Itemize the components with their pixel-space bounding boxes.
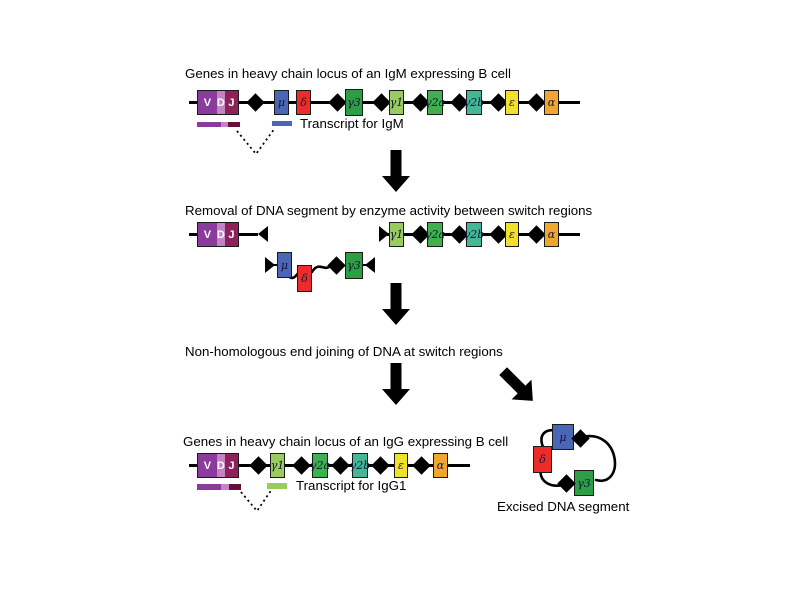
gene-box-gamma3: γ3	[574, 470, 594, 496]
gene-box-gamma1: γ1	[389, 222, 404, 247]
gene-box-d: D	[216, 223, 225, 246]
flow-arrow-down-3	[382, 363, 410, 405]
excised-segment-caption: Excised DNA segment	[497, 499, 630, 514]
igm-vdj-transcript-bar	[197, 122, 240, 127]
gene-label: γ2b	[463, 96, 485, 109]
gene-label: D	[216, 96, 225, 109]
vdj-bar-d-part	[221, 122, 228, 127]
excised-loop-right-arc	[580, 434, 617, 482]
gene-box-epsilon: ε	[505, 222, 519, 247]
gene-label: δ	[300, 96, 307, 109]
gene-box-mu: μ	[552, 424, 574, 450]
gene-box-alpha: α	[433, 453, 448, 478]
vdj-bar-j-part	[228, 122, 240, 127]
gene-label: γ3	[347, 258, 361, 272]
gene-box-gamma1: γ1	[270, 453, 285, 478]
gene-box-alpha: α	[544, 222, 559, 247]
gene-box-alpha: α	[544, 90, 559, 115]
gene-box-delta: δ	[296, 90, 311, 115]
flow-arrow-diagonal	[499, 367, 533, 401]
dna-line-igg	[189, 464, 470, 467]
igg1-transcript-label: Transcript for IgG1	[296, 478, 407, 493]
gene-box-gamma2a: γ2a	[424, 90, 446, 115]
igg1-gamma1-transcript-bar	[267, 483, 287, 489]
gene-label: γ1	[270, 459, 285, 472]
gene-box-epsilon: ε	[394, 453, 408, 478]
gene-box-gamma2b: γ2b	[463, 222, 485, 247]
gene-box-gamma2b: γ2b	[349, 453, 371, 478]
gene-box-epsilon: ε	[505, 90, 519, 115]
igg-vdj-transcript-bar	[197, 484, 241, 490]
igm-mu-transcript-bar	[272, 121, 292, 126]
gene-label: δ	[301, 271, 308, 285]
gene-label: D	[216, 228, 225, 241]
gene-box-j: J	[224, 454, 238, 477]
gene-box-gamma3: γ3	[345, 89, 363, 116]
title-igm-locus: Genes in heavy chain locus of an IgM exp…	[185, 66, 511, 81]
gene-label: J	[228, 459, 235, 472]
igm-transcript-label: Transcript for IgM	[300, 116, 404, 131]
gene-label: J	[228, 228, 235, 241]
gene-label: μ	[277, 96, 286, 109]
gene-box-gamma3: γ3	[345, 251, 363, 279]
flow-arrow-down-1	[382, 150, 410, 192]
vdj-bar-v-part	[197, 122, 221, 127]
gene-label: ε	[509, 96, 515, 109]
gene-label: γ2b	[349, 459, 371, 472]
gene-label: α	[547, 228, 556, 241]
vdj-bar-v-part	[197, 484, 221, 490]
gene-label: γ2a	[424, 96, 446, 109]
gene-box-delta: δ	[533, 446, 552, 473]
gene-box-j: J	[224, 91, 238, 114]
gene-label: ε	[398, 459, 404, 472]
flow-arrow-down-2	[382, 283, 410, 325]
gene-box-gamma2a: γ2a	[309, 453, 331, 478]
gene-label: γ2a	[424, 228, 446, 241]
gene-label: γ3	[347, 96, 361, 109]
gene-box-v: V	[198, 223, 217, 246]
gene-label: V	[203, 459, 212, 472]
gene-box-j: J	[224, 223, 238, 246]
half-switch-diamond-r	[265, 256, 275, 273]
gene-box-mu: μ	[277, 252, 292, 278]
gene-label: δ	[539, 453, 546, 466]
gene-box-v: V	[198, 454, 217, 477]
title-end-joining: Non-homologous end joining of DNA at swi…	[185, 344, 503, 359]
igg1-splicing-dotted-line	[240, 488, 273, 513]
gene-label: J	[228, 96, 235, 109]
gene-box-gamma2b: γ2b	[463, 90, 485, 115]
gene-label: γ3	[577, 476, 591, 490]
gene-label: α	[436, 459, 445, 472]
gene-box-gamma2a: γ2a	[424, 222, 446, 247]
title-removal: Removal of DNA segment by enzyme activit…	[185, 203, 593, 218]
title-igg-locus: Genes in heavy chain locus of an IgG exp…	[183, 434, 509, 449]
gene-label: γ1	[389, 228, 404, 241]
gene-label: μ	[559, 430, 567, 444]
gene-label: ε	[509, 228, 515, 241]
vdj-bar-j-part	[229, 484, 241, 490]
gene-box-delta: δ	[297, 264, 312, 292]
gene-label: V	[203, 228, 212, 241]
gene-label: α	[547, 96, 556, 109]
half-switch-diamond-l	[365, 256, 375, 273]
gene-box-v: V	[198, 91, 217, 114]
gene-label: V	[203, 96, 212, 109]
half-switch-diamond-r	[379, 226, 389, 242]
gene-label: D	[216, 459, 225, 472]
gene-box-mu: μ	[274, 90, 289, 115]
gene-label: μ	[280, 258, 289, 272]
gene-label: γ2a	[309, 459, 331, 472]
vdj-bar-d-part	[221, 484, 229, 490]
gene-label: γ1	[389, 96, 404, 109]
igm-splicing-dotted-line	[236, 127, 276, 156]
half-switch-diamond-l	[258, 226, 268, 242]
gene-box-d: D	[216, 454, 225, 477]
gene-box-d: D	[216, 91, 225, 114]
gene-label: γ2b	[463, 228, 485, 241]
gene-box-gamma1: γ1	[389, 90, 404, 115]
